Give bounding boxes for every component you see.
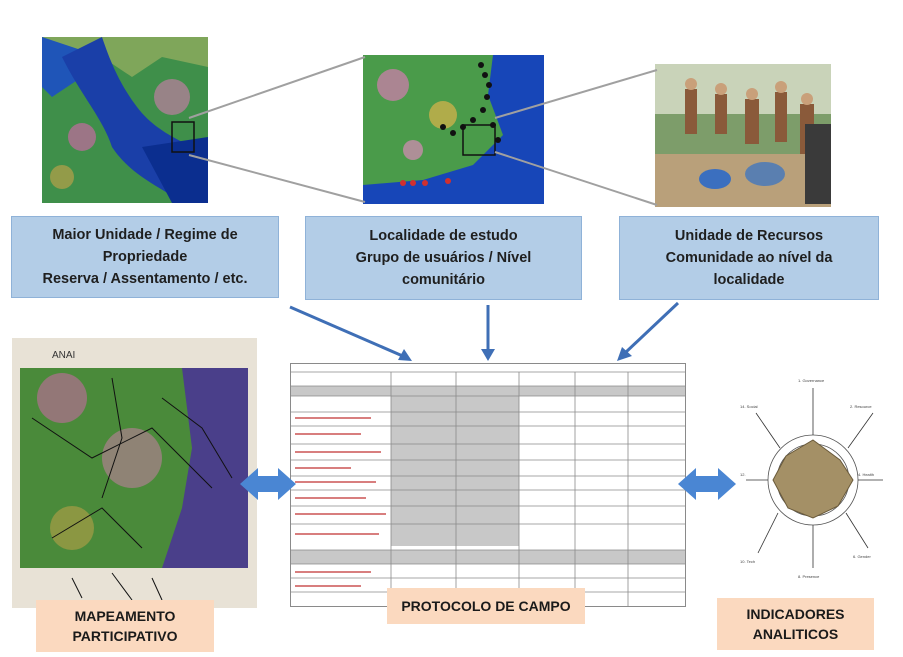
major-unit-box: Maior Unidade / Regime de Propriedade Re…: [11, 216, 279, 298]
indicators-label-line1: INDICADORES: [746, 606, 845, 622]
svg-text:12.: 12.: [740, 472, 746, 477]
svg-text:14. Social: 14. Social: [740, 404, 758, 409]
indicators-label-line2: ANALITICOS: [752, 626, 839, 642]
svg-text:ANAI: ANAI: [52, 350, 75, 361]
double-arrow-left: [240, 468, 296, 500]
locality-box: Localidade de estudo Grupo de usuários /…: [305, 216, 582, 300]
indicators-label: INDICADORES ANALITICOS: [717, 598, 874, 650]
svg-text:8. Presence: 8. Presence: [798, 574, 820, 579]
major-unit-line1: Maior Unidade / Regime de: [52, 227, 238, 243]
locality-line3: comunitário: [402, 272, 485, 288]
satellite-map-image: [42, 37, 208, 203]
participatory-map-image: ANAI: [12, 338, 257, 608]
svg-text:1. Governance: 1. Governance: [798, 378, 825, 383]
svg-text:6. Gender: 6. Gender: [853, 554, 871, 559]
mapping-label: MAPEAMENTO PARTICIPATIVO: [36, 600, 214, 652]
svg-text:10. Tech: 10. Tech: [740, 559, 755, 564]
protocol-table-image: [290, 363, 686, 607]
resource-unit-line2: Comunidade ao nível da: [665, 250, 833, 266]
svg-text:2. Resource: 2. Resource: [850, 404, 872, 409]
mapping-label-line1: MAPEAMENTO: [74, 608, 176, 624]
locality-line2: Grupo de usuários / Nível: [355, 250, 532, 266]
major-unit-line3: Reserva / Assentamento / etc.: [42, 271, 248, 287]
svg-text:4. Health: 4. Health: [858, 472, 874, 477]
zoomed-map-image: [363, 55, 544, 204]
community-photo: [655, 64, 831, 207]
major-unit-line2: Propriedade: [102, 249, 188, 265]
resource-unit-line1: Unidade de Recursos: [674, 228, 824, 244]
mapping-label-line2: PARTICIPATIVO: [72, 628, 178, 644]
resource-unit-line3: localidade: [713, 272, 785, 288]
resource-unit-box: Unidade de Recursos Comunidade ao nível …: [619, 216, 879, 300]
double-arrow-right: [678, 468, 736, 500]
protocol-label-text: PROTOCOLO DE CAMPO: [401, 598, 571, 614]
locality-line1: Localidade de estudo: [369, 228, 518, 244]
protocol-label: PROTOCOLO DE CAMPO: [387, 588, 585, 624]
indicators-radar-image: 1. Governance 2. Resource 4. Health 6. Gen…: [738, 368, 888, 596]
